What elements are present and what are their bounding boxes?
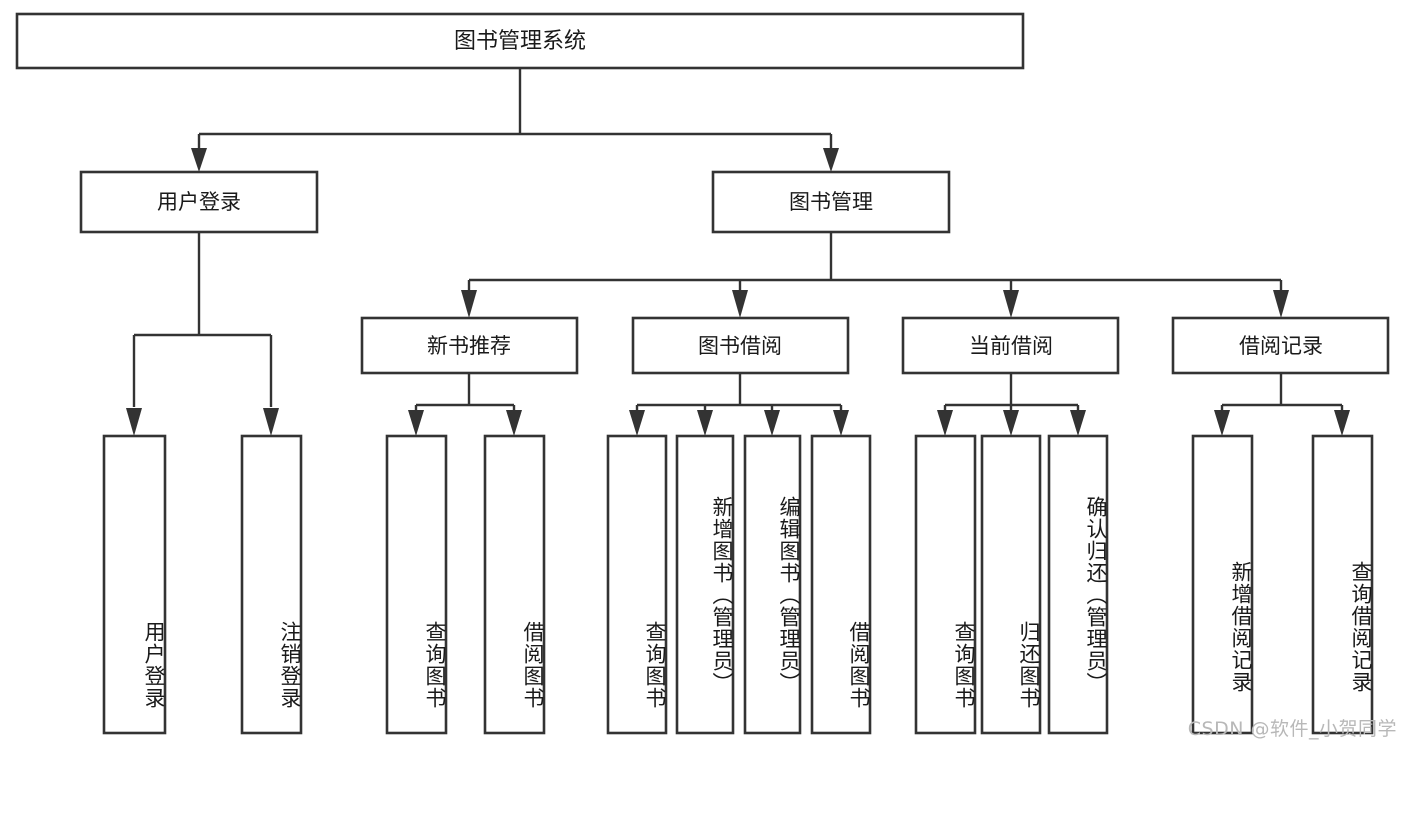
node-root-label: 图书管理系统 bbox=[454, 29, 586, 54]
node-borrow-record-label: 借阅记录 bbox=[1239, 334, 1323, 358]
node-current-borrow-label: 当前借阅 bbox=[969, 334, 1053, 358]
arrow-to-book-manage-icon bbox=[823, 148, 839, 172]
arrow-to-leaf-return-book-icon bbox=[1003, 410, 1019, 436]
node-leaf-query-book-2-box[interactable] bbox=[606, 434, 668, 735]
node-leaf-add-record-box[interactable] bbox=[1191, 434, 1254, 735]
node-leaf-borrow-book-2-box[interactable] bbox=[810, 434, 872, 735]
arrow-to-leaf-add-record-icon bbox=[1214, 410, 1230, 436]
tree-diagram-svg: 图书管理系统 用户登录 图书管理 新书推荐 图书借阅 当前借阅 借阅记录 bbox=[15, 12, 1390, 735]
node-book-manage-box[interactable] bbox=[711, 170, 951, 234]
node-book-borrow-box[interactable] bbox=[631, 316, 850, 375]
node-borrow-record[interactable]: 借阅记录 bbox=[1171, 316, 1390, 375]
node-borrow-record-box[interactable] bbox=[1171, 316, 1390, 375]
node-leaf-query-book-3-box[interactable] bbox=[914, 434, 977, 735]
arrow-to-leaf-add-book-icon bbox=[697, 410, 713, 436]
node-leaf-logout-box[interactable] bbox=[240, 434, 303, 735]
node-user-login-box[interactable] bbox=[79, 170, 319, 234]
node-book-manage-label: 图书管理 bbox=[789, 190, 873, 214]
arrow-to-leaf-query-record-icon bbox=[1334, 410, 1350, 436]
node-new-book-recommend[interactable]: 新书推荐 bbox=[360, 316, 579, 375]
watermark-text: CSDN @软件_小贺同学 bbox=[1187, 718, 1397, 740]
diagram-canvas-container: 图书管理系统 用户登录 图书管理 新书推荐 图书借阅 当前借阅 借阅记录 bbox=[15, 12, 1397, 740]
arrow-to-leaf-query-book-3-icon bbox=[937, 410, 953, 436]
node-new-book-recommend-box[interactable] bbox=[360, 316, 579, 375]
node-new-book-recommend-label: 新书推荐 bbox=[427, 334, 511, 358]
node-leaf-return-book-box[interactable] bbox=[980, 434, 1042, 735]
node-current-borrow-box[interactable] bbox=[901, 316, 1120, 375]
edges-group bbox=[126, 68, 1350, 436]
arrow-to-leaf-logout-icon bbox=[263, 408, 279, 436]
node-current-borrow[interactable]: 当前借阅 bbox=[901, 316, 1120, 375]
arrow-to-leaf-edit-book-icon bbox=[764, 410, 780, 436]
node-leaf-user-login-box[interactable] bbox=[102, 434, 167, 735]
node-user-login-label: 用户登录 bbox=[157, 190, 241, 214]
node-book-borrow-label: 图书借阅 bbox=[698, 334, 782, 358]
node-root-box[interactable] bbox=[15, 12, 1025, 70]
arrow-to-leaf-borrow-book-2-icon bbox=[833, 410, 849, 436]
node-leaf-confirm-return-box[interactable] bbox=[1047, 434, 1109, 735]
node-user-login[interactable]: 用户登录 bbox=[79, 170, 319, 234]
node-leaf-query-book-1-box[interactable] bbox=[385, 434, 448, 735]
node-leaf-edit-book-box[interactable] bbox=[743, 434, 802, 735]
leaf-boxes-group bbox=[102, 434, 1374, 735]
arrow-to-leaf-confirm-return-icon bbox=[1070, 410, 1086, 436]
arrow-to-leaf-user-login-icon bbox=[126, 408, 142, 436]
node-leaf-add-book-box[interactable] bbox=[675, 434, 735, 735]
arrow-to-user-login-icon bbox=[191, 148, 207, 172]
arrow-to-current-borrow-icon bbox=[1003, 290, 1019, 318]
arrow-to-leaf-borrow-book-1-icon bbox=[506, 410, 522, 436]
node-book-manage[interactable]: 图书管理 bbox=[711, 170, 951, 234]
arrow-to-leaf-query-book-1-icon bbox=[408, 410, 424, 436]
arrow-to-borrow-record-icon bbox=[1273, 290, 1289, 318]
node-book-borrow[interactable]: 图书借阅 bbox=[631, 316, 850, 375]
node-leaf-borrow-book-1-box[interactable] bbox=[483, 434, 546, 735]
arrow-to-book-borrow-icon bbox=[732, 290, 748, 318]
arrow-to-leaf-query-book-2-icon bbox=[629, 410, 645, 436]
arrow-to-new-book-recommend-icon bbox=[461, 290, 477, 318]
node-leaf-query-record-box[interactable] bbox=[1311, 434, 1374, 735]
node-root[interactable]: 图书管理系统 bbox=[15, 12, 1025, 70]
